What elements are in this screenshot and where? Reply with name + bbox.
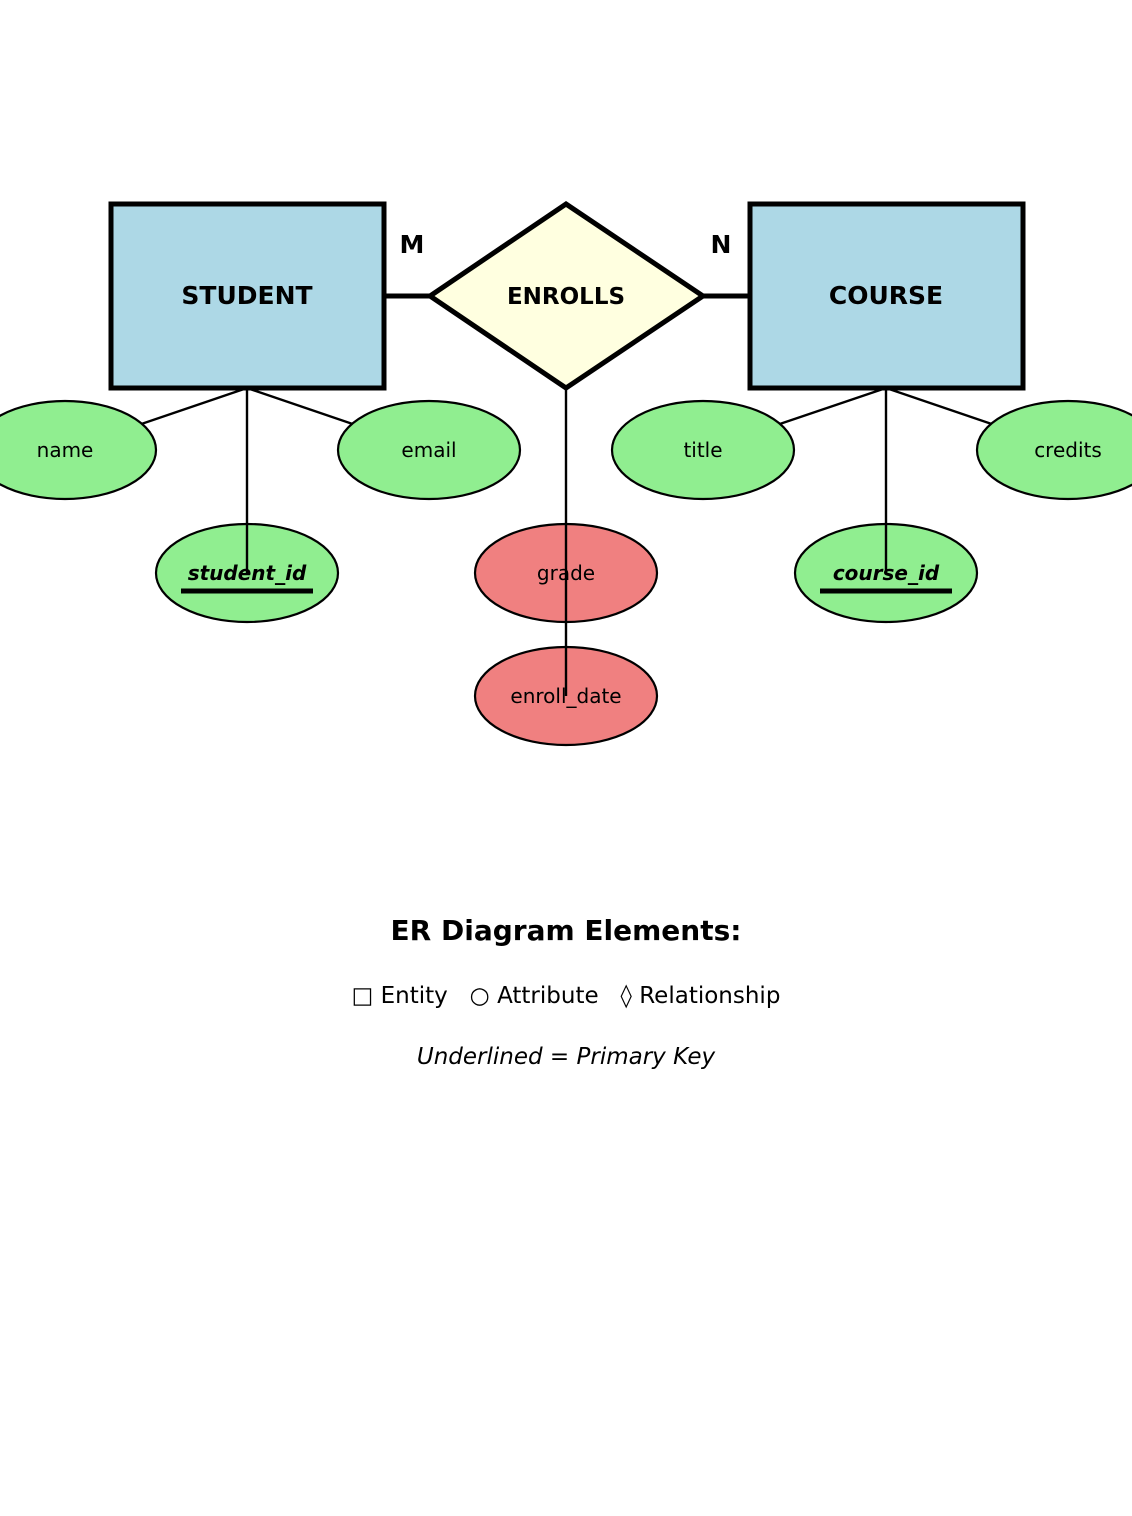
entity-student-label: STUDENT bbox=[181, 281, 312, 310]
attribute-credits: credits bbox=[975, 399, 1132, 501]
attribute-name-label: name bbox=[37, 438, 94, 462]
legend-note: Underlined = Primary Key bbox=[416, 1044, 716, 1070]
attribute-email: email bbox=[336, 399, 522, 501]
entity-student: STUDENT bbox=[108, 201, 387, 391]
attribute-credits-ellipse bbox=[975, 399, 1132, 501]
attribute-name-ellipse bbox=[0, 399, 158, 501]
attribute-title-label: title bbox=[683, 438, 722, 462]
legend-title: ER Diagram Elements: bbox=[390, 914, 742, 947]
attribute-credits-label: credits bbox=[1034, 438, 1102, 462]
entity-course-label: COURSE bbox=[829, 281, 943, 310]
cardinality-n: N bbox=[711, 230, 732, 259]
entity-student-box bbox=[108, 201, 387, 391]
attribute-title-ellipse bbox=[610, 399, 796, 501]
cardinality-m: M bbox=[400, 230, 425, 259]
relationship-diamond bbox=[425, 200, 708, 392]
attribute-email-ellipse bbox=[336, 399, 522, 501]
entity-course-box bbox=[747, 201, 1026, 391]
attribute-email-label: email bbox=[401, 438, 456, 462]
legend-symbols: □ Entity ○ Attribute ◊ Relationship bbox=[351, 983, 781, 1009]
attribute-name: name bbox=[0, 399, 158, 501]
attribute-title: title bbox=[610, 399, 796, 501]
entity-course: COURSE bbox=[747, 201, 1026, 391]
relationship-enrolls: ENROLLS bbox=[425, 200, 708, 392]
relationship-label: ENROLLS bbox=[507, 284, 625, 310]
